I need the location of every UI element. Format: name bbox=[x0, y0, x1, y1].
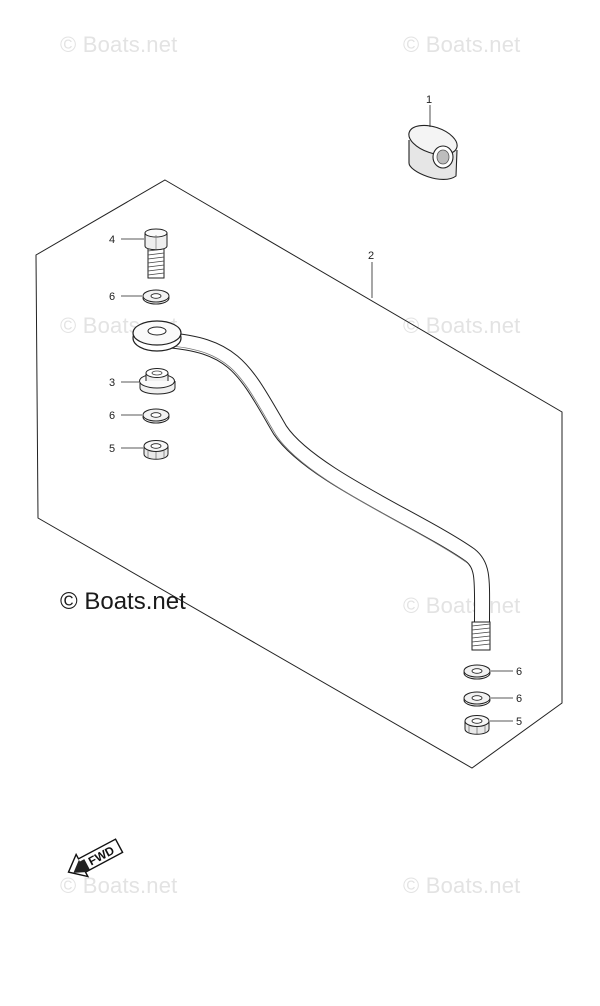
bolt-part-4[interactable] bbox=[144, 228, 168, 279]
washer-part-6-upper[interactable] bbox=[142, 289, 170, 305]
forward-arrow-icon: FWD bbox=[67, 838, 124, 878]
washer-part-6-lower-a[interactable] bbox=[463, 664, 491, 680]
watermark-lower-right: © Boats.net bbox=[403, 593, 521, 618]
bushing-part-3[interactable] bbox=[139, 368, 176, 395]
washer-part-6-lower-b[interactable] bbox=[463, 691, 491, 707]
nut-part-1[interactable] bbox=[405, 120, 461, 181]
watermark-bottom-right: © Boats.net bbox=[403, 873, 521, 898]
callout-1: 1 bbox=[426, 94, 432, 106]
callout-3: 3 bbox=[109, 377, 115, 389]
watermark-mid-right: © Boats.net bbox=[403, 313, 521, 338]
watermark-top-left: © Boats.net bbox=[60, 32, 178, 57]
callout-6c: 6 bbox=[516, 666, 522, 678]
nut-part-5-upper[interactable] bbox=[143, 440, 169, 461]
callout-6b: 6 bbox=[109, 410, 115, 422]
watermark-top-right: © Boats.net bbox=[403, 32, 521, 57]
callout-5b: 5 bbox=[516, 716, 522, 728]
copyright-label: © Boats.net bbox=[60, 588, 186, 615]
kit-boundary bbox=[35, 179, 563, 769]
callout-5a: 5 bbox=[109, 443, 115, 455]
nut-part-5-lower[interactable] bbox=[464, 715, 490, 736]
watermark-bottom-left: © Boats.net bbox=[60, 873, 178, 898]
callout-2: 2 bbox=[368, 250, 374, 262]
callout-6d: 6 bbox=[516, 693, 522, 705]
drag-link-part-2[interactable] bbox=[132, 320, 491, 651]
washer-part-6-middle[interactable] bbox=[142, 408, 170, 424]
callout-4: 4 bbox=[109, 234, 115, 246]
callout-6a: 6 bbox=[109, 291, 115, 303]
